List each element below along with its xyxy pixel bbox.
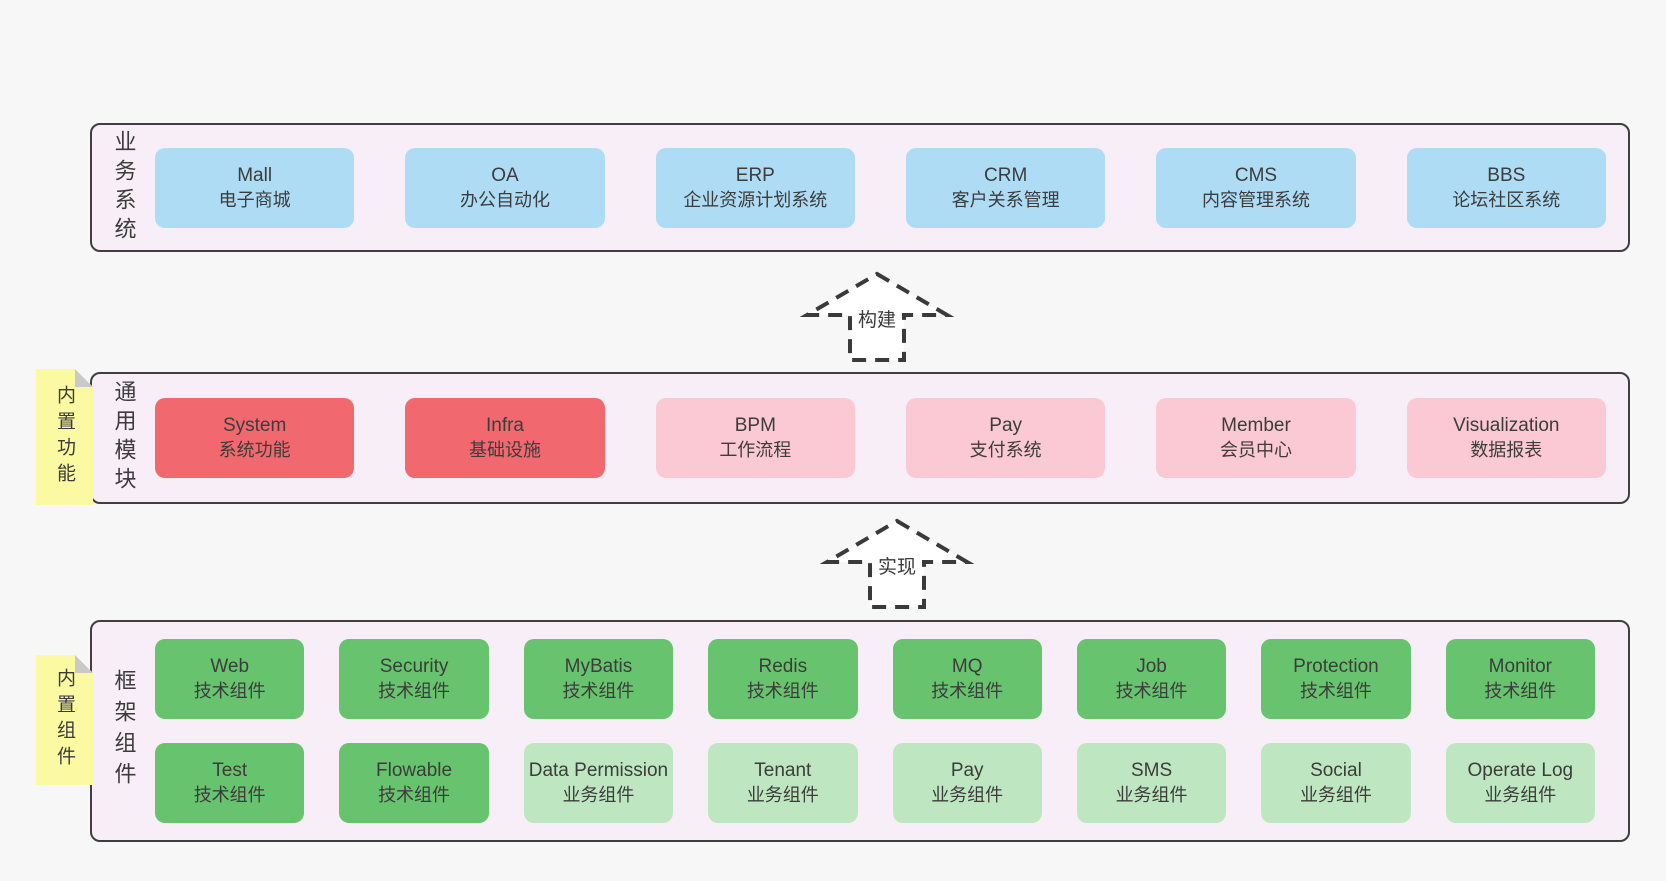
box-subtitle: 系统功能 <box>218 440 291 460</box>
module-box-bpm: BPM 工作流程 <box>655 398 855 478</box>
component-box-monitor: Monitor 技术组件 <box>1445 639 1595 719</box>
box-subtitle: 业务组件 <box>746 785 819 805</box>
up-arrow-implement: 实现 <box>817 518 977 610</box>
component-box-social: Social 业务组件 <box>1261 743 1411 823</box>
module-box-member: Member 会员中心 <box>1156 398 1356 478</box>
box-title: CRM <box>984 164 1028 186</box>
system-box-cms: CMS 内容管理系统 <box>1156 147 1356 228</box>
box-subtitle: 业务组件 <box>931 785 1004 805</box>
box-title: Flowable <box>376 760 453 781</box>
component-box-protection: Protection 技术组件 <box>1261 639 1411 719</box>
box-subtitle: 技术组件 <box>378 785 451 805</box>
component-box-mq: MQ 技术组件 <box>892 639 1042 719</box>
component-box-test: Test 技术组件 <box>155 743 305 823</box>
box-title: System <box>222 415 287 436</box>
box-subtitle: 技术组件 <box>193 785 266 805</box>
sticky-note-built-in-features: 内置功能 <box>36 369 93 505</box>
box-title: Data Permission <box>528 760 669 781</box>
band-label-framework-components: 框架组件 <box>111 669 137 793</box>
box-title: Infra <box>485 415 524 436</box>
component-box-pay: Pay 业务组件 <box>892 743 1042 823</box>
box-title: Redis <box>758 656 808 677</box>
box-title: Pay <box>950 760 984 781</box>
band-framework-components: 框架组件 Web 技术组件 Security 技术组件 MyBatis 技术组件… <box>90 620 1630 842</box>
box-title: SMS <box>1130 760 1173 781</box>
box-title: CMS <box>1234 164 1278 186</box>
module-box-visualization: Visualization 数据报表 <box>1406 398 1606 478</box>
component-box-web: Web 技术组件 <box>155 639 305 719</box>
system-box-crm: CRM 客户关系管理 <box>905 147 1106 228</box>
system-box-mall: Mall 电子商城 <box>155 147 355 228</box>
box-title: BBS <box>1487 164 1526 186</box>
box-subtitle: 技术组件 <box>562 681 635 701</box>
box-title: Member <box>1221 415 1291 436</box>
box-subtitle: 技术组件 <box>746 681 819 701</box>
box-title: Tenant <box>754 760 812 781</box>
box-title: Operate Log <box>1467 760 1574 781</box>
box-subtitle: 支付系统 <box>969 440 1042 460</box>
business-systems-grid: Mall 电子商城 OA 办公自动化 ERP 企业资源计划系统 CRM 客户关系… <box>155 125 1606 250</box>
box-subtitle: 工作流程 <box>719 440 792 460</box>
box-subtitle: 电子商城 <box>218 189 291 210</box>
box-title: Protection <box>1293 656 1379 677</box>
arrow-label-implement: 实现 <box>875 552 919 579</box>
box-subtitle: 客户关系管理 <box>951 189 1060 210</box>
box-title: Security <box>379 656 449 677</box>
component-box-redis: Redis 技术组件 <box>708 639 858 719</box>
system-box-oa: OA 办公自动化 <box>405 147 605 228</box>
band-common-modules: 通用模块 System 系统功能 Infra 基础设施 BPM 工作流程 Pay… <box>90 372 1630 504</box>
component-box-security: Security 技术组件 <box>339 639 489 719</box>
box-subtitle: 技术组件 <box>193 681 266 701</box>
box-subtitle: 技术组件 <box>1484 681 1557 701</box>
box-subtitle: 企业资源计划系统 <box>683 189 828 210</box>
box-title: OA <box>491 164 519 186</box>
band-label-business-systems: 业务系统 <box>111 129 137 246</box>
module-box-pay: Pay 支付系统 <box>905 398 1106 478</box>
box-subtitle: 数据报表 <box>1470 440 1543 460</box>
common-modules-grid: System 系统功能 Infra 基础设施 BPM 工作流程 Pay 支付系统… <box>155 374 1606 502</box>
box-subtitle: 业务组件 <box>562 785 635 805</box>
box-title: Test <box>212 760 248 781</box>
component-box-mybatis: MyBatis 技术组件 <box>523 639 674 719</box>
box-subtitle: 技术组件 <box>378 681 451 701</box>
box-title: Web <box>210 656 250 677</box>
box-subtitle: 业务组件 <box>1484 785 1557 805</box>
box-title: Job <box>1136 656 1167 677</box>
box-subtitle: 论坛社区系统 <box>1452 189 1561 210</box>
band-label-common-modules: 通用模块 <box>111 380 137 496</box>
box-title: Social <box>1310 760 1362 781</box>
box-title: Mall <box>237 164 273 186</box>
box-title: Monitor <box>1488 656 1552 677</box>
component-box-sms: SMS 业务组件 <box>1076 743 1227 823</box>
component-box-operate-log: Operate Log 业务组件 <box>1445 743 1595 823</box>
box-subtitle: 技术组件 <box>1115 681 1188 701</box>
box-title: MQ <box>951 656 983 677</box>
system-box-bbs: BBS 论坛社区系统 <box>1406 147 1606 228</box>
box-title: MyBatis <box>564 656 633 677</box>
box-title: ERP <box>735 164 775 186</box>
module-box-system: System 系统功能 <box>155 398 355 478</box>
component-box-tenant: Tenant 业务组件 <box>708 743 858 823</box>
box-subtitle: 办公自动化 <box>459 189 550 210</box>
system-box-erp: ERP 企业资源计划系统 <box>655 147 855 228</box>
component-box-flowable: Flowable 技术组件 <box>339 743 489 823</box>
box-subtitle: 业务组件 <box>1299 785 1372 805</box>
component-box-job: Job 技术组件 <box>1076 639 1227 719</box>
box-title: Visualization <box>1453 415 1560 436</box>
band-business-systems: 业务系统 Mall 电子商城 OA 办公自动化 ERP 企业资源计划系统 CRM… <box>90 123 1630 252</box>
box-subtitle: 业务组件 <box>1115 785 1188 805</box>
box-title: Pay <box>989 415 1023 436</box>
box-subtitle: 技术组件 <box>931 681 1004 701</box>
box-subtitle: 会员中心 <box>1219 440 1292 460</box>
box-subtitle: 基础设施 <box>468 440 541 460</box>
box-title: BPM <box>734 415 776 436</box>
component-box-data-permission: Data Permission 业务组件 <box>523 743 674 823</box>
arrow-label-build: 构建 <box>855 305 899 332</box>
sticky-note-built-in-components: 内置组件 <box>36 655 93 785</box>
module-box-infra: Infra 基础设施 <box>405 398 605 478</box>
box-subtitle: 技术组件 <box>1299 681 1372 701</box>
box-subtitle: 内容管理系统 <box>1201 189 1310 210</box>
framework-components-grid: Web 技术组件 Security 技术组件 MyBatis 技术组件 Redi… <box>155 622 1595 840</box>
up-arrow-build: 构建 <box>797 271 957 363</box>
